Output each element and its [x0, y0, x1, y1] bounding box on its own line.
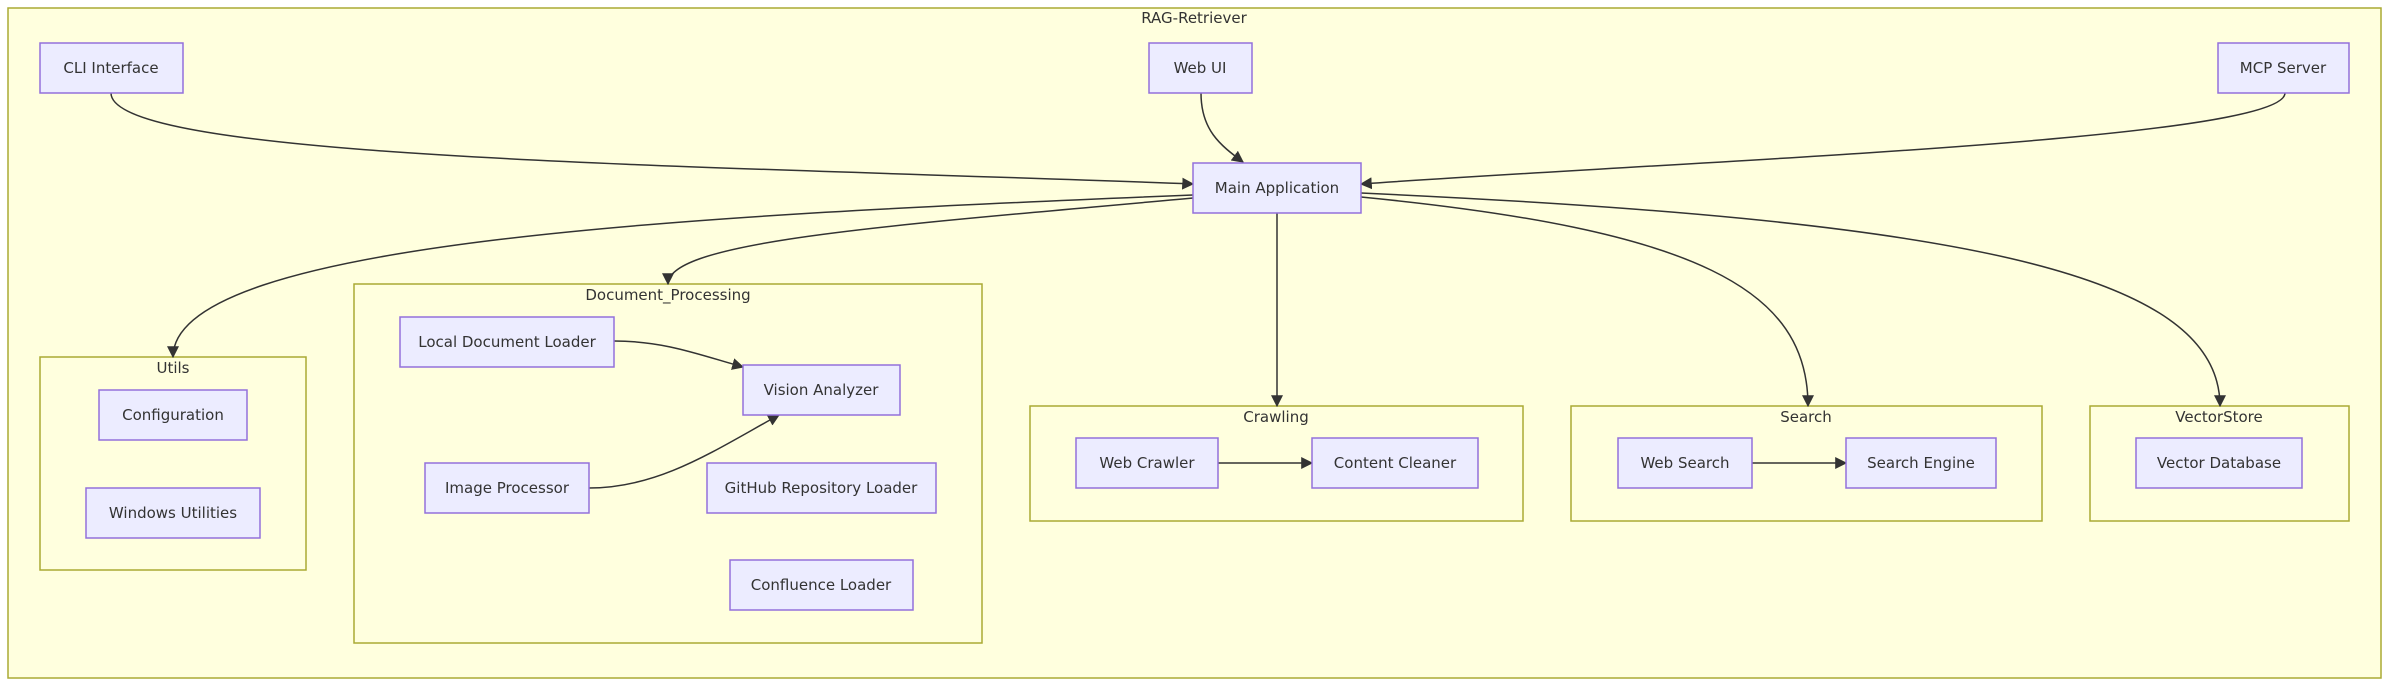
node-web-search[interactable]: Web Search	[1617, 437, 1753, 489]
node-mcp-server[interactable]: MCP Server	[2217, 42, 2350, 94]
node-web-crawler[interactable]: Web Crawler	[1075, 437, 1219, 489]
edge-webui-to-main	[1200, 92, 1244, 163]
node-local-document-loader[interactable]: Local Document Loader	[399, 316, 615, 368]
cluster-title-search: Search	[1780, 408, 1832, 426]
edges	[110, 92, 2286, 489]
node-vision-analyzer[interactable]: Vision Analyzer	[742, 364, 901, 416]
edge-mcp-to-main	[1359, 92, 2286, 190]
node-confluence-loader[interactable]: Confluence Loader	[729, 559, 914, 611]
node-image-processor[interactable]: Image Processor	[424, 462, 590, 514]
edge-cli-to-main	[110, 92, 1195, 190]
node-main-application[interactable]: Main Application	[1192, 162, 1362, 214]
edge-main-to-utils	[167, 194, 1194, 359]
cluster-title-utils: Utils	[156, 359, 189, 377]
edge-localdoc-to-vision	[613, 340, 745, 370]
node-configuration[interactable]: Configuration	[98, 389, 248, 441]
node-github-repository-loader[interactable]: GitHub Repository Loader	[706, 462, 937, 514]
node-content-cleaner[interactable]: Content Cleaner	[1311, 437, 1479, 489]
node-windows-utilities[interactable]: Windows Utilities	[85, 487, 261, 539]
edge-imgproc-to-vision	[588, 414, 781, 489]
edge-main-to-document-processing	[662, 197, 1194, 286]
edge-main-to-search	[1360, 196, 1814, 408]
cluster-title-vectorstore: VectorStore	[2175, 408, 2262, 426]
node-vector-database[interactable]: Vector Database	[2135, 437, 2303, 489]
cluster-title-rag-retriever: RAG-Retriever	[1141, 9, 1247, 27]
node-search-engine[interactable]: Search Engine	[1845, 437, 1997, 489]
cluster-title-document-processing: Document_Processing	[585, 286, 750, 305]
cluster-title-crawling: Crawling	[1243, 408, 1308, 426]
node-web-ui[interactable]: Web UI	[1148, 42, 1253, 94]
node-cli-interface[interactable]: CLI Interface	[39, 42, 184, 94]
edge-main-to-vectorstore	[1360, 192, 2226, 408]
